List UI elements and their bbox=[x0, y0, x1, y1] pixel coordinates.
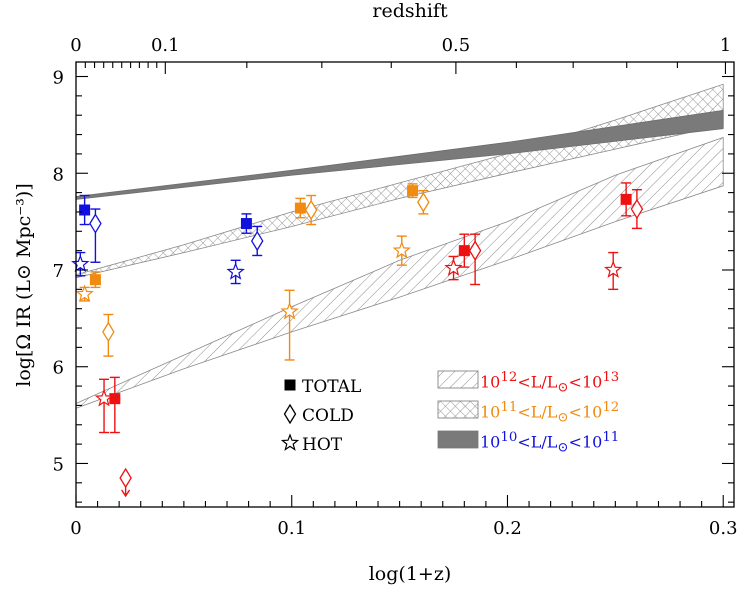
legend-label-hot: HOT bbox=[302, 435, 343, 455]
data-point-hot bbox=[94, 389, 114, 407]
marker-legend: TOTAL COLD HOT bbox=[280, 377, 361, 455]
data-point-hot bbox=[392, 240, 412, 259]
band-diagonal-hatch bbox=[75, 136, 724, 409]
x-axis-title: log(1+z) bbox=[369, 563, 452, 585]
plot-frame bbox=[75, 61, 735, 508]
top-tick-label: 1 bbox=[720, 35, 731, 56]
bands-layer bbox=[75, 83, 724, 409]
top-tick-label: 0.5 bbox=[442, 35, 471, 56]
data-point-total bbox=[89, 274, 101, 286]
data-point-hot bbox=[280, 301, 299, 320]
y-tick-label: 7 bbox=[53, 261, 64, 282]
legend-label-foreign: 1010<L/L⊙<1011 bbox=[480, 430, 620, 454]
data-point-cold bbox=[89, 213, 102, 234]
data-point-cold bbox=[102, 321, 115, 343]
data-point-total bbox=[620, 193, 632, 205]
data-point-cold bbox=[630, 198, 644, 220]
marker-layer bbox=[71, 185, 644, 489]
band-solid bbox=[75, 109, 724, 200]
legend-label-foreign: 1011<L/L⊙<1012 bbox=[480, 400, 620, 424]
luminosity-class-label: 1011<L/L⊙<1012 bbox=[480, 400, 620, 424]
data-point-total bbox=[240, 218, 252, 230]
data-point-total bbox=[109, 393, 121, 405]
legend-label-cold: COLD bbox=[302, 406, 354, 426]
top-axis-title: redshift bbox=[372, 0, 448, 22]
data-point-total bbox=[407, 185, 419, 197]
legend-square-icon bbox=[284, 379, 296, 391]
top-tick-label: 0.1 bbox=[151, 35, 180, 56]
upper-limit-arrowhead bbox=[121, 489, 131, 498]
legend-swatch-cross-hatch bbox=[437, 400, 479, 419]
data-point-cold bbox=[468, 240, 482, 261]
data-point-cold bbox=[304, 199, 318, 221]
x-tick-label: 0.2 bbox=[493, 518, 522, 539]
data-point-hot bbox=[444, 258, 463, 276]
luminosity-class-label: 1012<L/L⊙<1013 bbox=[480, 370, 620, 394]
y-tick-label: 6 bbox=[53, 358, 64, 379]
x-tick-label: 0.1 bbox=[277, 518, 306, 539]
legend-label-total: TOTAL bbox=[302, 377, 361, 397]
top-tick-label: 0 bbox=[70, 35, 81, 56]
y-tick-label: 9 bbox=[53, 68, 64, 89]
data-point-total bbox=[458, 245, 470, 257]
data-point-hot bbox=[75, 284, 94, 302]
data-point-cold bbox=[417, 192, 430, 213]
y-axis-title: log[Ω IR (L⊙ Mpc⁻³)] bbox=[13, 183, 35, 386]
data-point-total bbox=[294, 202, 306, 214]
data-point-total bbox=[79, 204, 91, 216]
data-point-hot bbox=[71, 254, 90, 273]
data-point-cold bbox=[119, 467, 132, 489]
data-point-hot bbox=[226, 262, 245, 280]
legend-label-foreign: 1012<L/L⊙<1013 bbox=[480, 370, 620, 394]
x-tick-label: 0.3 bbox=[709, 518, 738, 539]
legend-diamond-icon bbox=[283, 403, 297, 425]
luminosity-class-label: 1010<L/L⊙<1011 bbox=[480, 430, 620, 454]
data-point-cold bbox=[250, 230, 264, 252]
x-tick-label: 0 bbox=[70, 518, 81, 539]
band-legend: 1012<L/L⊙<1013 1011<L/L⊙<1012 1010<L/L⊙<10… bbox=[437, 370, 620, 454]
legend-star-icon bbox=[280, 433, 300, 451]
y-tick-label: 8 bbox=[53, 164, 64, 185]
data-point-hot bbox=[603, 260, 623, 278]
legend-swatch-solid bbox=[437, 430, 479, 449]
y-tick-label: 5 bbox=[53, 454, 64, 475]
legend-swatch-diagonal-hatch bbox=[437, 370, 479, 389]
